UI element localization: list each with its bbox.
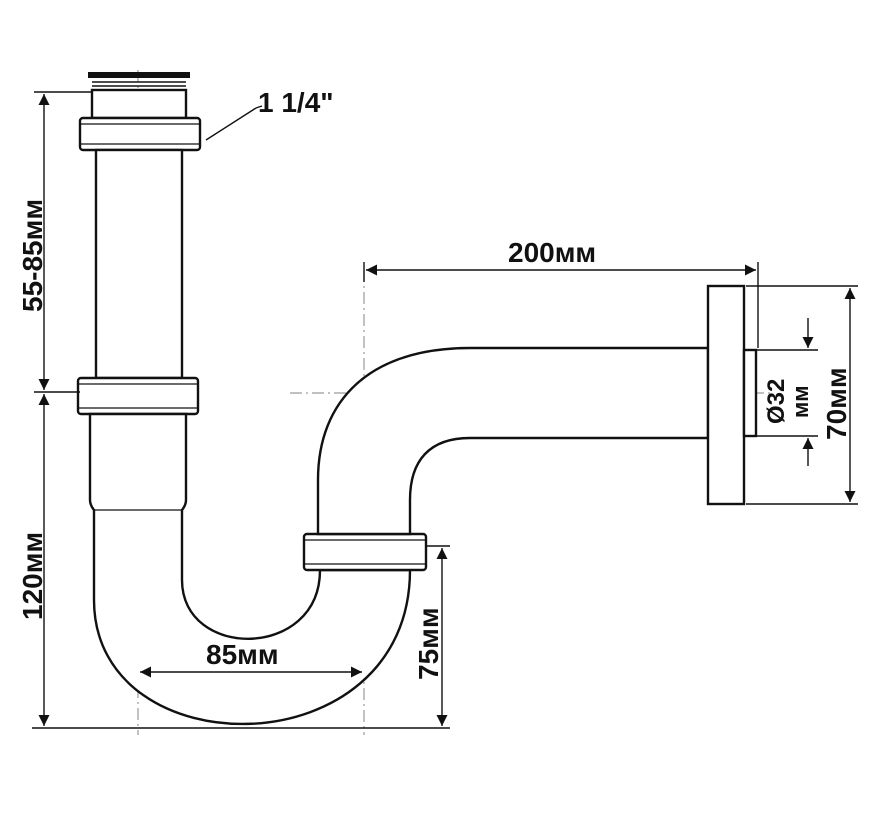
inlet-height-label: 55-85мм <box>17 199 48 312</box>
outlet-diameter-unit: мм <box>788 385 813 418</box>
middle-nut <box>76 376 200 416</box>
horizontal-length-label: 200мм <box>508 237 596 268</box>
dim-75 <box>426 545 450 726</box>
drain-cap <box>88 72 190 120</box>
thread-size-label: 1 1/4" <box>258 87 334 118</box>
dim-55-85 <box>34 91 92 393</box>
dim-120 <box>32 394 450 729</box>
dim-70 <box>746 285 858 505</box>
u-trap <box>88 412 412 726</box>
outlet-height-label: 75мм <box>413 607 444 680</box>
wall-flange <box>706 284 758 506</box>
dim-32 <box>744 318 818 466</box>
trap-height-label: 120мм <box>17 532 48 620</box>
upper-nut <box>78 116 202 152</box>
flange-height-label: 70мм <box>821 367 852 440</box>
dim-200 <box>363 262 759 348</box>
elbow-outlet <box>316 346 710 536</box>
outlet-diameter-label: Ø32 <box>763 379 790 424</box>
vertical-tube <box>94 148 184 380</box>
thread-callout <box>205 105 263 141</box>
lower-nut <box>302 532 428 572</box>
trap-width-label: 85мм <box>206 639 279 670</box>
